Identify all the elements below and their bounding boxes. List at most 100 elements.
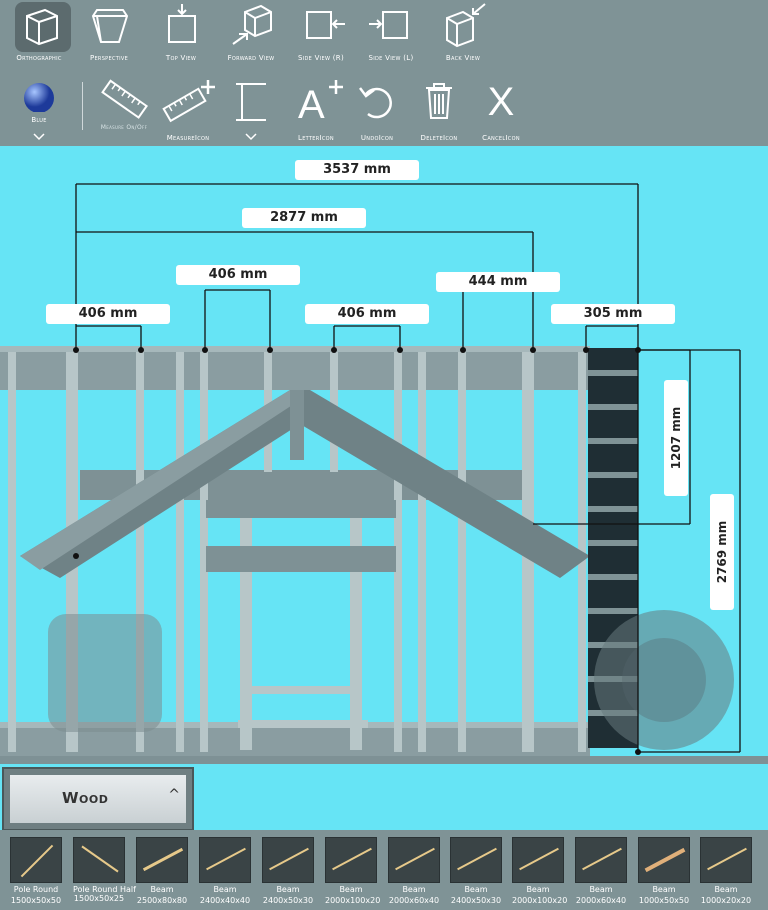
item-name: Beam [213,885,237,894]
color-selector[interactable]: Blue [14,76,64,142]
dimension-type-selector[interactable] [226,76,276,142]
item-name: Beam [526,885,550,894]
trash-icon [426,83,452,119]
item-beam[interactable]: Beam 2400x50x30 [262,837,314,907]
item-thumbnail [199,837,251,883]
back-view-button[interactable]: Back View [428,2,498,68]
item-size: 2400x50x30 [450,896,502,905]
item-thumbnail [73,837,125,883]
undo-label: UndoIcon [360,134,394,142]
item-name: Beam [714,885,738,894]
item-name: Beam [464,885,488,894]
side-view-right-icon [306,11,345,39]
dimension-label-e: 305 mm [551,304,675,324]
item-beam[interactable]: Beam 2000x100x20 [512,837,568,907]
item-size: 2400x50x30 [262,896,314,905]
letter-add-icon: A [298,80,343,127]
forward-view-icon [232,4,272,45]
top-view-icon [168,4,196,43]
dimension-label-d: 444 mm [436,272,560,292]
orthographic-label: Orthographic [16,54,62,62]
item-beam[interactable]: Beam 1000x20x20 [700,837,752,907]
item-size: 1000x50x50 [638,896,690,905]
dimension-bracket-icon [236,83,266,121]
measure-toggle-button[interactable]: Measure On/Off [96,76,152,142]
delete-button[interactable]: DeleteIcon [414,76,464,142]
measure-add-icon [162,80,215,123]
item-name: Beam [402,885,426,894]
chevron-down-icon [33,133,45,141]
item-name: Beam [339,885,363,894]
item-thumbnail [638,837,690,883]
item-name: Pole Round Half [73,885,136,894]
item-thumbnail [10,837,62,883]
item-beam[interactable]: Beam 1000x50x50 [638,837,690,907]
item-pole-round-half[interactable]: Pole Round Half 1500x50x25 [73,837,136,907]
dimension-label-b: 406 mm [46,304,170,324]
item-beam[interactable]: Beam 2000x100x20 [325,837,380,907]
item-thumbnail [512,837,564,883]
material-dropdown[interactable]: Wood ^ [2,767,194,831]
side-view-left-button[interactable]: Side View (L) [356,2,426,68]
item-size: 1500x50x50 [10,896,62,905]
top-view-button[interactable]: Top View [146,2,216,68]
perspective-cube-icon [91,9,129,43]
item-size: 2500x80x80 [136,896,188,905]
side-view-right-button[interactable]: Side View (R) [286,2,356,68]
material-dropdown-face [10,775,186,823]
letter-label: LetterIcon [298,134,334,142]
item-thumbnail [575,837,627,883]
letter-button[interactable]: A LetterIcon [286,76,346,142]
cancel-button[interactable]: X CancelIcon [476,76,526,142]
item-size: 2000x60x40 [575,896,627,905]
item-thumbnail [136,837,188,883]
chevron-up-icon: ^ [168,787,180,803]
item-thumbnail [388,837,440,883]
cube-icon [26,8,58,46]
dimension-label-second: 2877 mm [242,208,366,228]
material-label: Wood [62,789,109,807]
side-view-left-label: Side View (L) [368,54,414,62]
item-name: Beam [276,885,300,894]
view-toolbar: Orthographic Perspective Top View Forwar… [0,0,768,72]
dimension-value-vertical-2: 2769 mm [715,520,729,584]
letter-glyph: A [298,83,325,126]
item-name: Beam [150,885,174,894]
item-size: 1000x20x20 [700,896,752,905]
item-name: Beam [589,885,613,894]
orthographic-button[interactable]: Orthographic [4,2,74,68]
3d-viewport[interactable] [0,146,768,836]
item-beam[interactable]: Beam 2400x40x40 [199,837,251,907]
item-beam[interactable]: Beam 2500x80x80 [136,837,188,907]
side-view-right-label: Side View (R) [298,54,344,62]
item-thumbnail [325,837,377,883]
dimension-label-c: 406 mm [305,304,429,324]
item-size: 2000x60x40 [388,896,440,905]
item-thumbnail [450,837,502,883]
item-pole-round[interactable]: Pole Round 1500x50x50 [10,837,62,907]
house-frame-model[interactable] [0,146,768,836]
delete-label: DeleteIcon [420,134,458,142]
measure-button[interactable]: MeasureIcon [158,76,218,142]
undo-button[interactable]: UndoIcon [352,76,402,142]
cancel-label: CancelIcon [482,134,520,142]
back-view-icon [446,3,486,48]
item-beam[interactable]: Beam 2000x60x40 [388,837,440,907]
item-beam[interactable]: Beam 2000x60x40 [575,837,627,907]
measure-label: MeasureIcon [166,134,210,142]
item-size: 2000x100x20 [512,896,568,905]
item-name: Pole Round [13,885,59,894]
perspective-button[interactable]: Perspective [74,2,144,68]
perspective-label: Perspective [89,54,129,62]
side-view-left-icon [369,11,408,39]
dimension-label-vertical-1: 1207 mm [664,380,688,496]
dimension-value-vertical-1: 1207 mm [669,406,683,470]
toolbar-divider [82,82,83,130]
item-name: Beam [652,885,676,894]
chevron-down-icon-2 [245,133,257,141]
item-beam[interactable]: Beam 2400x50x30 [450,837,502,907]
dimension-label-vertical-2: 2769 mm [710,494,734,610]
forward-view-button[interactable]: Forward View [216,2,286,68]
blue-sphere-icon [24,83,54,113]
measure-toggle-label: Measure On/Off [100,124,148,131]
